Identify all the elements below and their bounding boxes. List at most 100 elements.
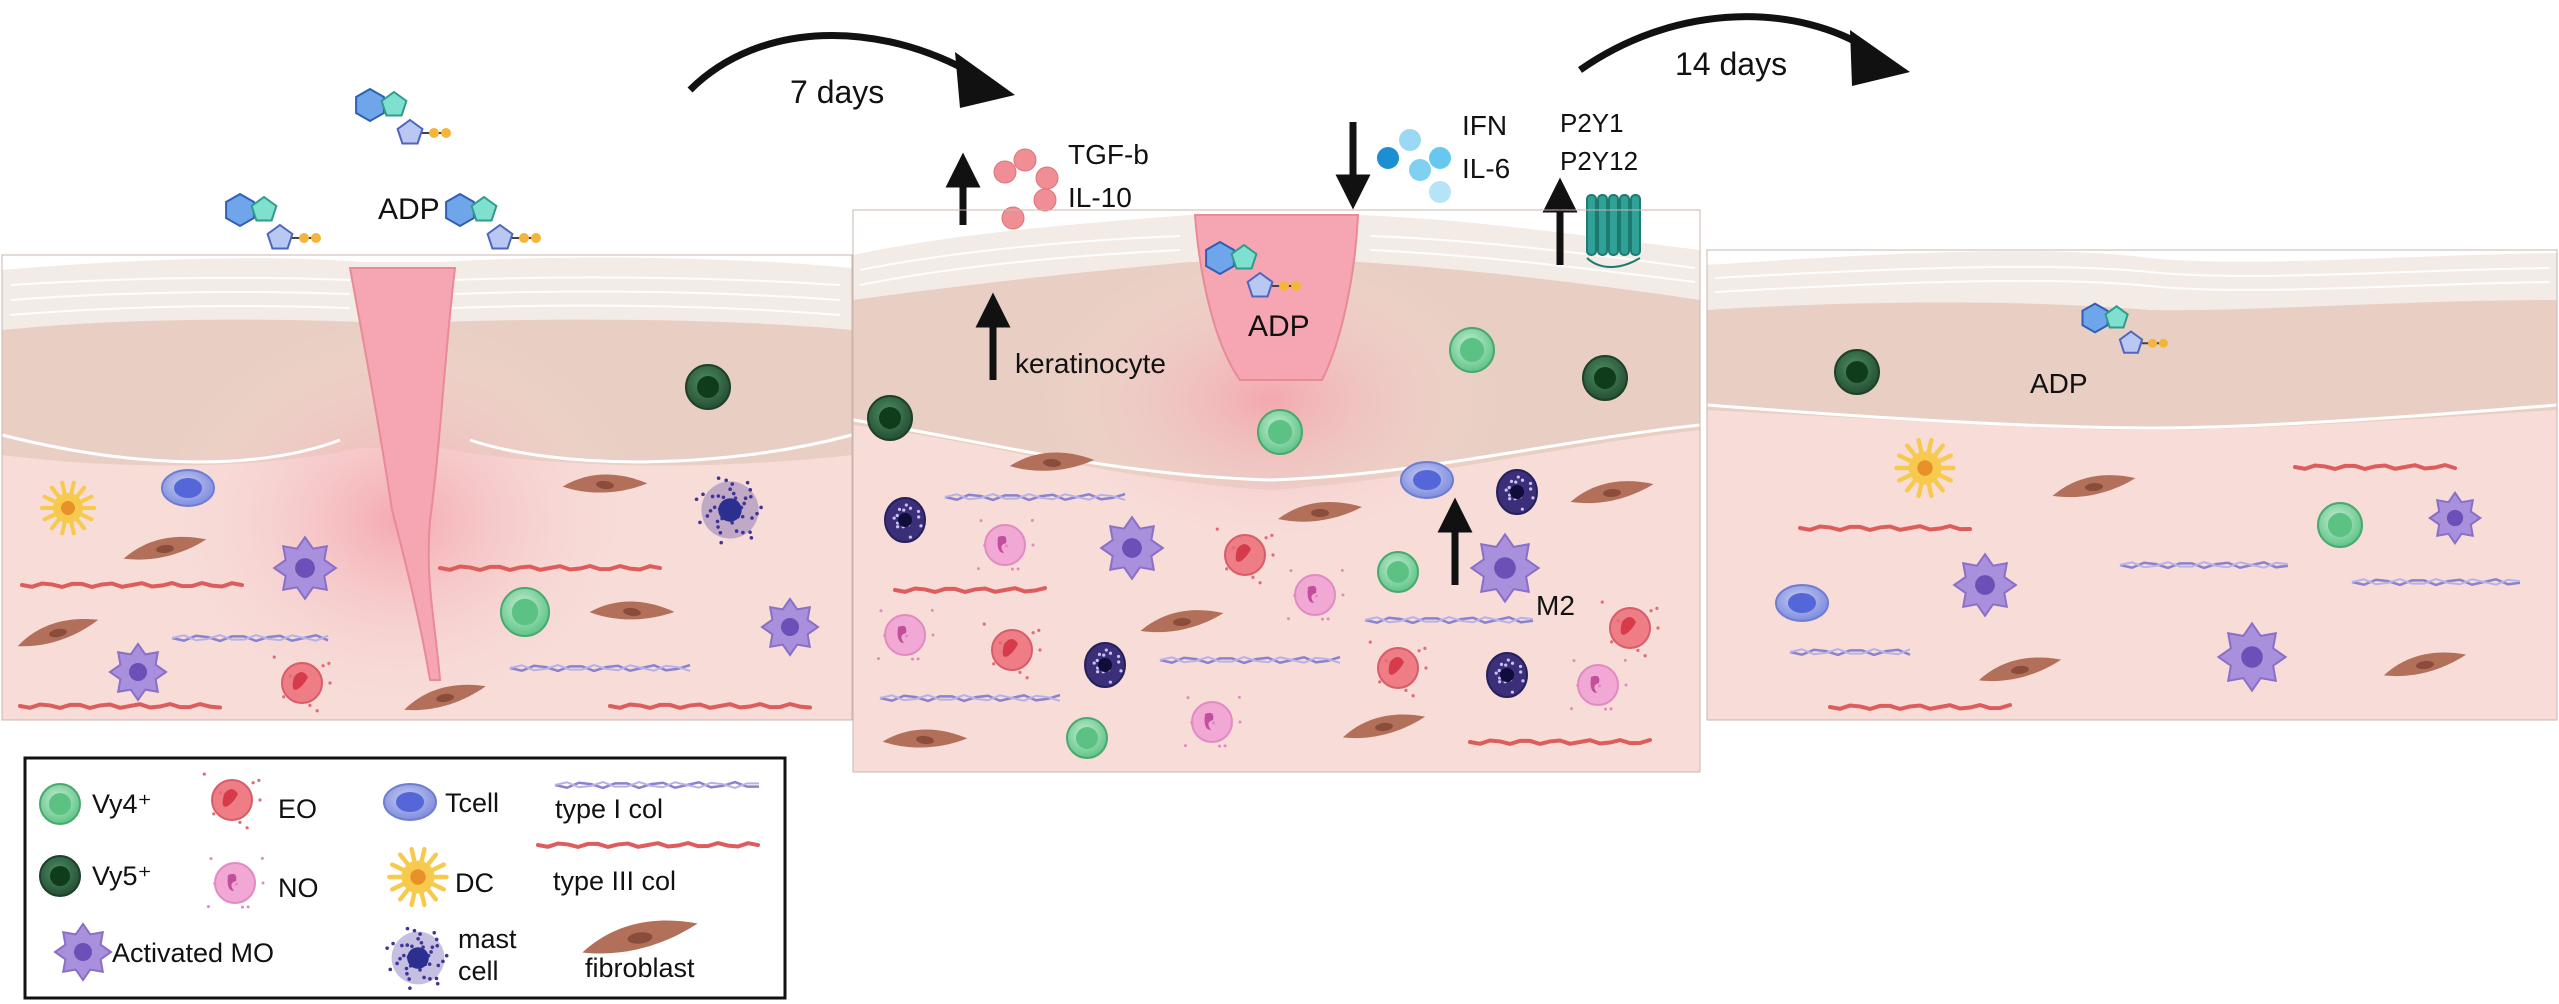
- neutrophil-icon: [1183, 695, 1242, 748]
- type-iii-collagen-icon: [438, 563, 662, 573]
- type-iii-collagen-icon: [2293, 462, 2457, 472]
- panel-1-acute-wound: ADP: [1, 193, 853, 720]
- legend-mast-1: mast: [458, 924, 517, 954]
- vy4-cell-icon: [500, 587, 550, 637]
- type-iii-collagen-icon: [536, 840, 760, 850]
- transition-arrow-14-days: 14 days: [1577, 13, 1910, 86]
- legend-mast-2: cell: [458, 956, 499, 986]
- legend-dc: DC: [455, 868, 494, 898]
- panel-2-cytokine-up-2: IL-10: [1068, 182, 1132, 213]
- panel-2-cytokine-down-2: IL-6: [1462, 153, 1510, 184]
- dendritic-cell-icon: [40, 480, 96, 536]
- panel-3-stratum-lines: [1714, 265, 2551, 293]
- eosinophil-icon: [982, 622, 1042, 680]
- granulated-cell-icon: [1084, 642, 1126, 688]
- activated-macrophage-icon: [1469, 532, 1541, 604]
- tcell-icon: [1400, 461, 1454, 499]
- fibroblast-icon: [589, 601, 675, 620]
- fibroblast-icon: [562, 474, 648, 493]
- transition-arrow-7-days: 7 days: [687, 31, 1015, 110]
- neutrophil-icon: [1569, 658, 1628, 711]
- vy5-cell-icon: [39, 855, 81, 897]
- vy4-cell-icon: [2317, 502, 2363, 548]
- neutrophil-icon: [876, 608, 935, 661]
- legend-vy4: Vy4⁺: [92, 789, 152, 819]
- panel-3-basal-line: [1706, 403, 2558, 430]
- eosinophil-icon: [1368, 640, 1428, 698]
- panel-2-receptor-2: P2Y12: [1560, 146, 1638, 176]
- fibroblast-icon: [2383, 652, 2467, 677]
- fibroblast-icon: [1570, 481, 1654, 504]
- vy4-cell-icon: [1449, 327, 1495, 373]
- panel-2-tgf-il10-particles: [993, 148, 1059, 230]
- panel-2-adp-label: ADP: [1248, 310, 1310, 343]
- type-i-collagen-icon: [1789, 647, 1911, 657]
- panel-3-stratum-corneum: [1707, 251, 2557, 311]
- eosinophil-icon: [1600, 600, 1660, 658]
- tcell-icon: [161, 469, 215, 507]
- type-i-collagen-icon: [509, 663, 691, 673]
- panel-2-m2-label: M2: [1536, 590, 1575, 621]
- type-iii-collagen-icon: [1468, 737, 1652, 747]
- neutrophil-icon: [976, 518, 1035, 571]
- legend-type1: type I col: [555, 794, 663, 824]
- neutrophil-icon: [206, 856, 265, 909]
- activated-macrophage-icon: [2428, 491, 2482, 545]
- panel-1-wound-cleft: [348, 267, 457, 681]
- panel-2-cytokine-up-1: TGF-b: [1068, 139, 1149, 170]
- granulated-cell-icon: [1486, 652, 1528, 698]
- mast-cell-icon: [694, 476, 763, 545]
- adp-molecule-icon: [2081, 302, 2168, 354]
- panel-2-keratinocyte-label: keratinocyte: [1015, 348, 1166, 379]
- activated-macrophage-icon: [1952, 552, 2018, 618]
- type-iii-collagen-icon: [893, 586, 1047, 595]
- eosinophil-icon: [1215, 527, 1275, 585]
- adp-molecule-icon: [445, 192, 541, 250]
- activated-macrophage-icon: [2216, 621, 2288, 693]
- panel-borders: [1, 209, 2558, 773]
- vy4-cell-icon: [1066, 717, 1108, 759]
- panel-1-stratum-lines: [9, 276, 841, 316]
- adp-molecule-icon: [225, 192, 321, 250]
- tcell-icon: [383, 783, 437, 821]
- fibroblast-icon: [582, 920, 698, 954]
- eosinophil-icon: [202, 772, 262, 830]
- fibroblast-icon: [1342, 714, 1426, 739]
- fibroblast-icon: [1278, 502, 1362, 522]
- type-iii-collagen-icon: [18, 701, 222, 711]
- legend-fibroblast: fibroblast: [585, 953, 695, 983]
- type-iii-collagen-icon: [20, 580, 244, 590]
- vy5-cell-icon: [1834, 349, 1880, 395]
- activated-macrophage-icon: [1099, 515, 1165, 581]
- transition-label-7-days: 7 days: [790, 74, 884, 110]
- activated-macrophage-icon: [53, 922, 113, 982]
- fibroblast-icon: [1009, 452, 1095, 471]
- panel-2-ifn-il6-particles: [1377, 129, 1451, 203]
- mast-cell-icon: [385, 926, 449, 990]
- type-i-collagen-icon: [2119, 560, 2289, 570]
- adp-molecule-icon: [1205, 240, 1301, 298]
- panel-2-basal-line: [852, 418, 1701, 482]
- legend-eo: EO: [278, 794, 317, 824]
- fibroblast-icon: [1978, 657, 2062, 682]
- type-i-collagen-icon: [879, 693, 1061, 703]
- panel-2-cytokine-down-1: IFN: [1462, 110, 1507, 141]
- vy5-cell-icon: [867, 395, 913, 441]
- fibroblast-icon: [882, 729, 968, 748]
- panel-2-receptor-1: P2Y1: [1560, 108, 1624, 138]
- fibroblast-icon: [2052, 475, 2136, 498]
- legend-vy5: Vy5⁺: [92, 861, 152, 891]
- legend-tcell: Tcell: [445, 788, 499, 818]
- legend: Vy4⁺ Vy5⁺ Activated MO EO NO Tcell DC ma…: [23, 756, 787, 1000]
- granulated-cell-icon: [1496, 469, 1538, 515]
- fibroblast-icon: [404, 684, 486, 711]
- granulated-cell-icon: [884, 497, 926, 543]
- legend-no: NO: [278, 873, 319, 903]
- transition-label-14-days: 14 days: [1675, 46, 1787, 82]
- legend-activated-mo: Activated MO: [112, 938, 274, 968]
- vy4-cell-icon: [1377, 551, 1419, 593]
- activated-macrophage-icon: [272, 535, 338, 601]
- type-iii-collagen-icon: [1828, 702, 2012, 712]
- fibroblast-icon: [1140, 610, 1224, 633]
